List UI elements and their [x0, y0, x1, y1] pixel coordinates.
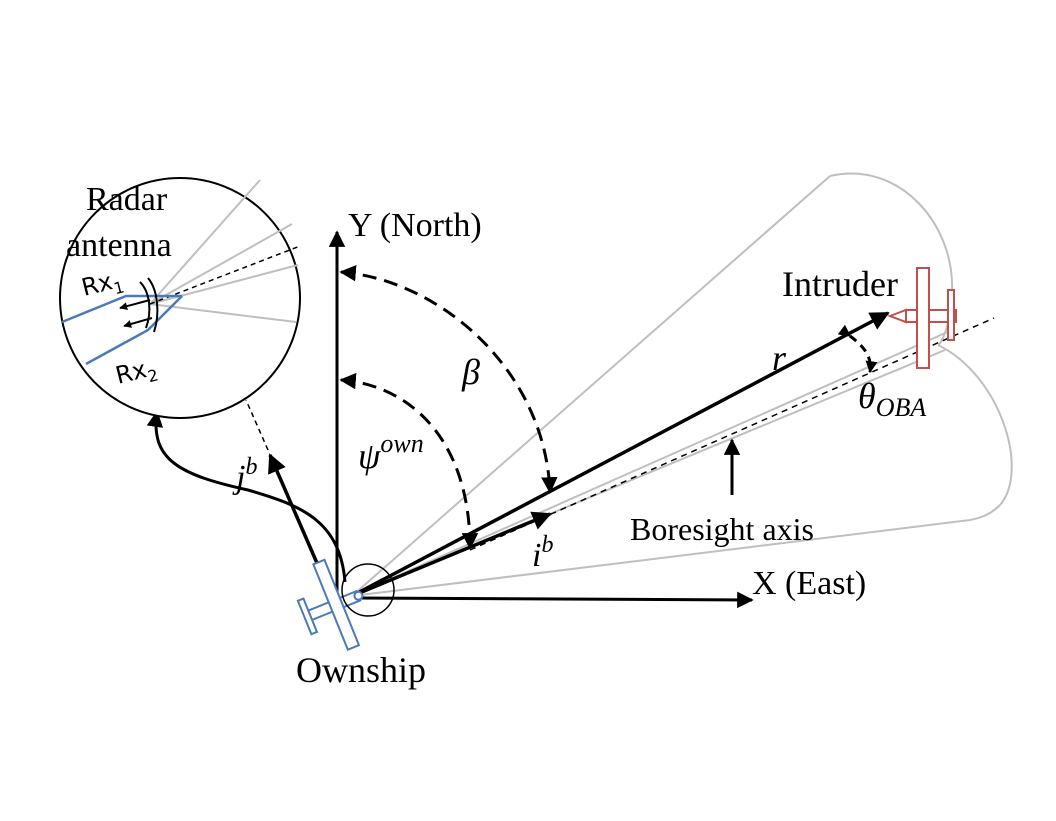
x-axis-label: X (East) [752, 565, 866, 602]
boresight-axis: Boresight axis [469, 317, 995, 551]
theta-arc [837, 324, 878, 374]
beta-label: β [461, 352, 480, 392]
psi-arc [339, 372, 479, 550]
beam-inner-line-1 [351, 329, 953, 597]
ownship-label: Ownship [296, 650, 426, 690]
intruder-label: Intruder [782, 264, 898, 304]
x-axis [359, 591, 754, 609]
body-frame: ib jb [232, 399, 553, 598]
ib-label: ib [532, 532, 553, 574]
beta-arc [339, 264, 558, 494]
ownship-aircraft-icon [296, 558, 364, 651]
boresight-label: Boresight axis [630, 511, 814, 547]
ownship-antenna-circle [341, 563, 395, 617]
ib-vector [351, 511, 552, 598]
range-label: r [772, 338, 787, 378]
beam-lower-edge [351, 519, 971, 597]
beam-end-arc [829, 172, 1013, 521]
axes: Y (North) X (East) [328, 207, 866, 609]
antenna-elements [61, 294, 183, 366]
jb-dashed-extension [245, 399, 269, 451]
radar-antenna-inset: Radar antenna Rx1 Rx2 [59, 177, 301, 419]
theta-label: θOBA [858, 376, 926, 422]
radar-label-line2: antenna [66, 227, 172, 264]
inset-connector [146, 410, 347, 583]
radar-label-line1: Radar [86, 181, 168, 218]
range-vector: r [351, 311, 890, 598]
inset-beam-lines [149, 179, 299, 323]
y-axis-label: Y (North) [348, 207, 482, 244]
range-line [351, 311, 890, 598]
antenna-wavefronts [119, 277, 159, 333]
boresight-dashed-line [469, 317, 995, 551]
jb-vector [268, 453, 322, 571]
angle-arcs [339, 264, 878, 550]
psi-label: ψown [358, 429, 424, 476]
intruder-aircraft-icon [887, 267, 957, 369]
